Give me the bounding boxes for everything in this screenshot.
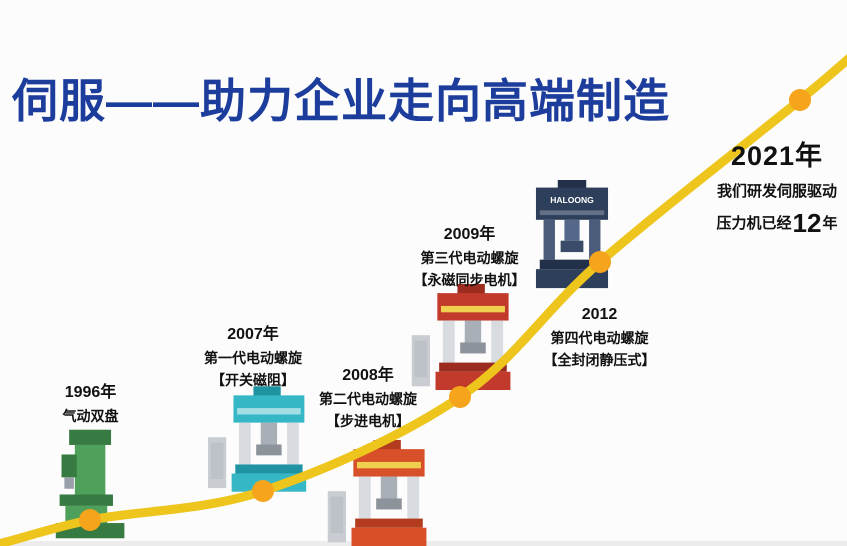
milestone-year: 2007年 [227,326,279,343]
milestone-desc: 气动双盘 [62,407,119,424]
milestone-2009: 2009年 第三代电动螺旋 【永磁同步电机】 [392,226,547,288]
milestone-desc: 第一代电动螺旋 [204,349,302,366]
milestone-desc: 第四代电动螺旋 [550,329,649,346]
milestone-desc: 【全封闭静压式】 [543,351,656,368]
press-machine-1996-icon [55,429,125,539]
milestone-year: 2012 [581,306,618,323]
page-title: 伺服——助力企业走向高端制造 [12,74,670,127]
milestone-desc: 第三代电动螺旋 [420,249,519,266]
milestone-desc: 我们研发伺服驱动 [716,182,837,200]
milestone-desc: 【步进电机】 [326,412,410,429]
milestone-2008: 2008年 第二代电动螺旋 【步进电机】 [298,367,438,429]
milestone-year: 2021年 [730,141,824,171]
press-machine-2007-icon [208,386,307,492]
milestone-year: 1996年 [64,384,117,401]
milestone-desc: 【永磁同步电机】 [413,271,526,288]
desc-suffix: 年 [822,214,838,232]
milestone-2012: 2012 第四代电动螺旋 【全封闭静压式】 [522,306,677,368]
milestone-year: 2009年 [443,226,496,243]
machine-brand-label: HALOONG [550,195,594,205]
milestone-dot-2021 [789,89,811,111]
years-count: 12 [792,208,822,239]
press-machine-2008-icon [327,440,427,546]
milestone-desc: 【开关磁阻】 [211,371,295,388]
milestone-year: 2008年 [342,367,394,384]
milestone-desc: 第二代电动螺旋 [319,390,417,407]
desc-prefix: 压力机已经 [716,214,792,232]
milestone-1996: 1996年 气动双盘 [28,384,153,424]
